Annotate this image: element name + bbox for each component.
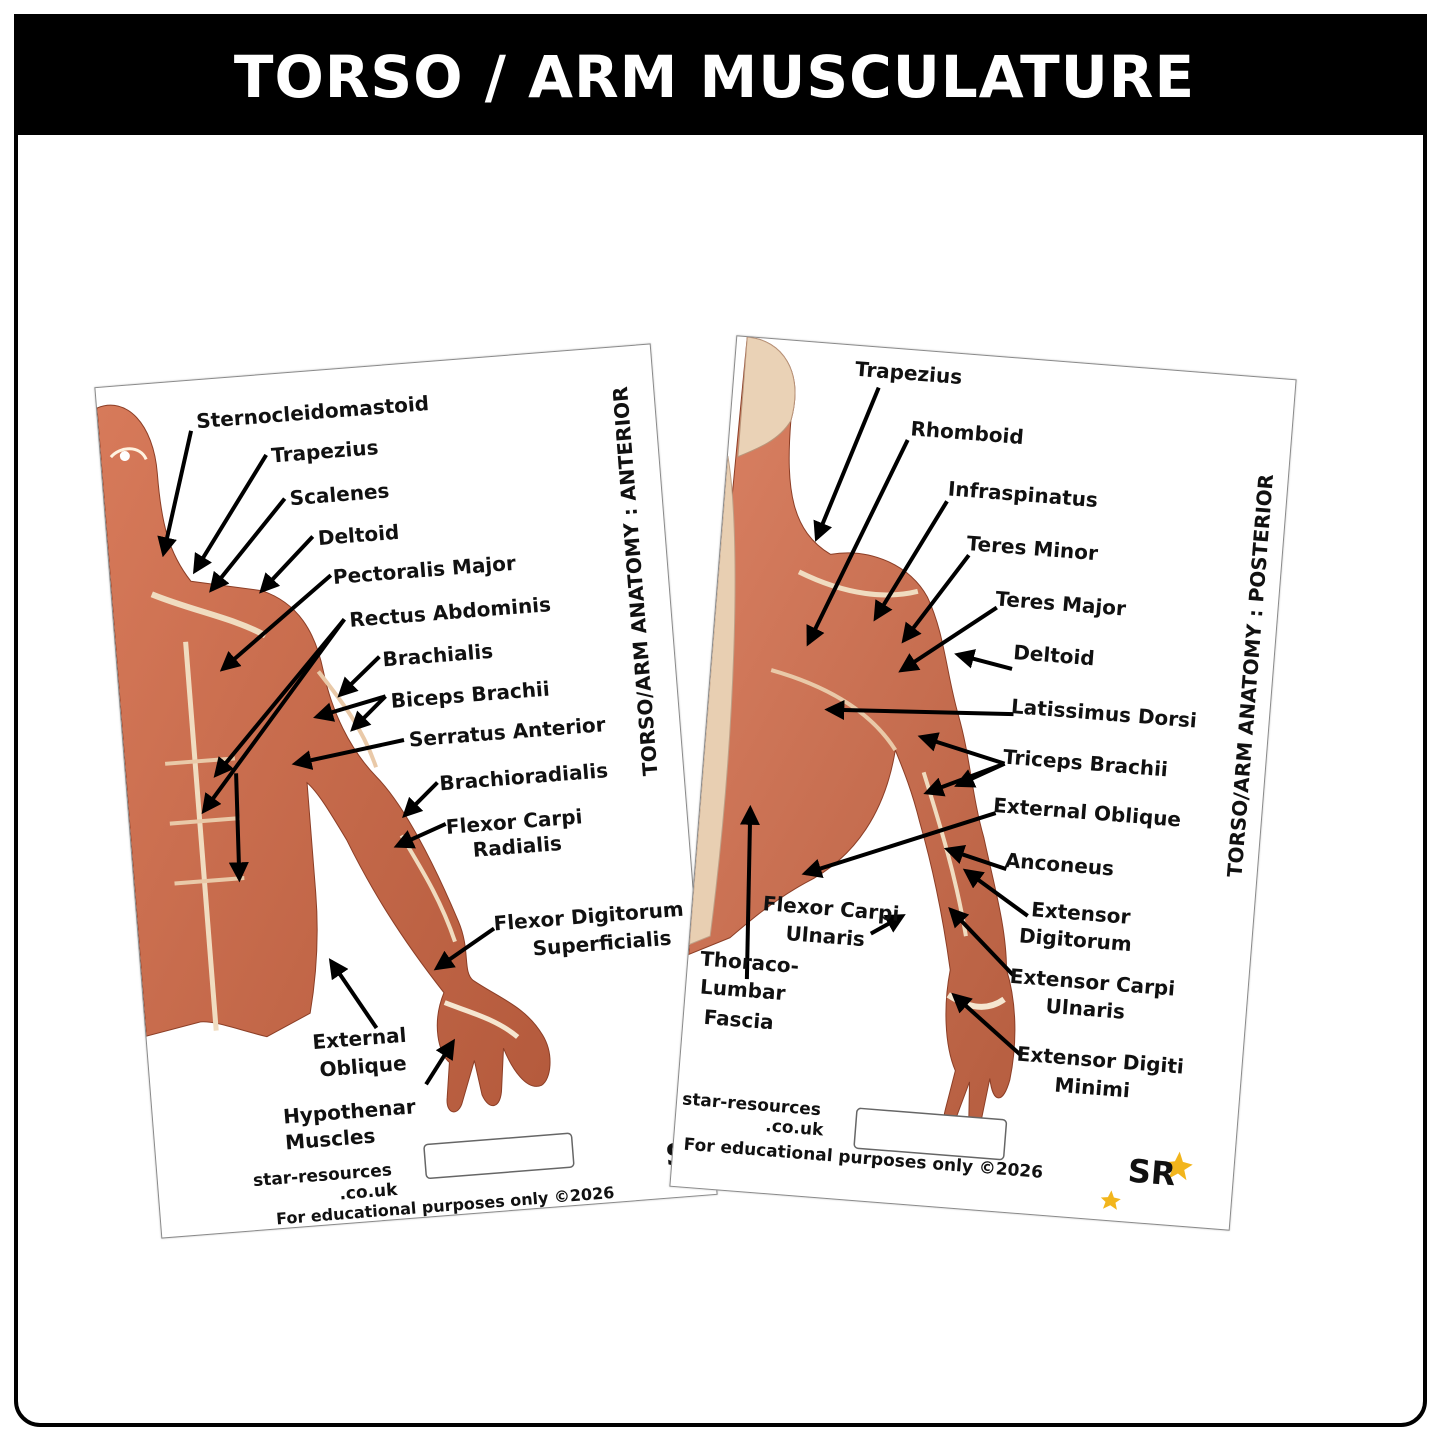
label-sternocleidomastoid: Sternocleidomastoid — [195, 391, 429, 433]
label-external-oblique-post: External Oblique — [992, 793, 1182, 832]
anterior-arrows — [157, 430, 496, 1086]
label-rectus-abdominis: Rectus Abdominis — [348, 592, 551, 632]
label-serratus-anterior: Serratus Anterior — [408, 712, 606, 751]
label-biceps-brachii: Biceps Brachii — [390, 676, 551, 712]
posterior-name-box — [853, 1107, 1008, 1161]
posterior-card: Trapezius Rhomboid Infraspinatus Teres M… — [669, 335, 1297, 1231]
label-flexor-carpi-ulnaris-2: Ulnaris — [785, 921, 866, 951]
label-triceps-brachii: Triceps Brachii — [1002, 745, 1169, 782]
label-extensor-digiti-minimi-1: Extensor Digiti — [1016, 1042, 1185, 1079]
anterior-side-title: TORSO/ARM ANATOMY : ANTERIOR — [608, 386, 663, 777]
title-banner: TORSO / ARM MUSCULATURE — [18, 18, 1423, 135]
posterior-figure: Trapezius Rhomboid Infraspinatus Teres M… — [681, 336, 1278, 1210]
label-deltoid: Deltoid — [317, 520, 400, 550]
label-trapezius: Trapezius — [270, 435, 379, 467]
label-teres-major: Teres Major — [995, 586, 1127, 620]
posterior-website-1: star-resources — [681, 1089, 821, 1120]
label-brachioradialis: Brachioradialis — [439, 758, 609, 795]
label-flexor-carpi-ulnaris-1: Flexor Carpi — [762, 891, 900, 926]
anterior-figure: Sternocleidomastoid Trapezius Scalenes D… — [96, 386, 711, 1228]
label-extensor-carpi-ulnaris-1: Extensor Carpi — [1009, 964, 1176, 1001]
label-hypothenar-2: Muscles — [284, 1124, 376, 1155]
posterior-logo-text: SR — [1127, 1152, 1178, 1194]
label-external-oblique-1: External — [311, 1023, 407, 1054]
label-trapezius-post: Trapezius — [854, 357, 963, 389]
label-pectoralis-major: Pectoralis Major — [332, 551, 517, 589]
label-infraspinatus: Infraspinatus — [947, 476, 1099, 512]
label-extensor-digiti-minimi-2: Minimi — [1054, 1073, 1131, 1103]
anterior-card: Sternocleidomastoid Trapezius Scalenes D… — [94, 343, 718, 1239]
label-thoracolumbar-1: Thoraco- — [699, 946, 799, 978]
anterior-website-2: .co.uk — [339, 1180, 399, 1205]
label-deltoid-post: Deltoid — [1012, 640, 1095, 670]
label-thoracolumbar-2: Lumbar — [699, 974, 786, 1005]
posterior-website-2: .co.uk — [765, 1116, 825, 1141]
label-rhomboid: Rhomboid — [910, 416, 1025, 449]
label-brachialis: Brachialis — [382, 639, 494, 672]
label-hypothenar-1: Hypothenar — [282, 1094, 416, 1128]
label-extensor-digitorum-1: Extensor — [1030, 897, 1131, 929]
posterior-sr-logo: SR — [1100, 1151, 1193, 1210]
anterior-name-box — [423, 1132, 575, 1180]
label-extensor-carpi-ulnaris-2: Ulnaris — [1045, 994, 1126, 1024]
label-thoracolumbar-3: Fascia — [703, 1005, 775, 1034]
page-title: TORSO / ARM MUSCULATURE — [233, 42, 1196, 111]
label-anconeus: Anconeus — [1004, 848, 1115, 880]
label-teres-minor: Teres Minor — [966, 531, 1099, 565]
label-extensor-digitorum-2: Digitorum — [1018, 923, 1132, 956]
label-external-oblique-2: Oblique — [319, 1051, 408, 1082]
label-latissimus-dorsi: Latissimus Dorsi — [1010, 694, 1198, 733]
posterior-arrows — [739, 386, 1029, 1058]
label-scalenes: Scalenes — [289, 478, 390, 510]
